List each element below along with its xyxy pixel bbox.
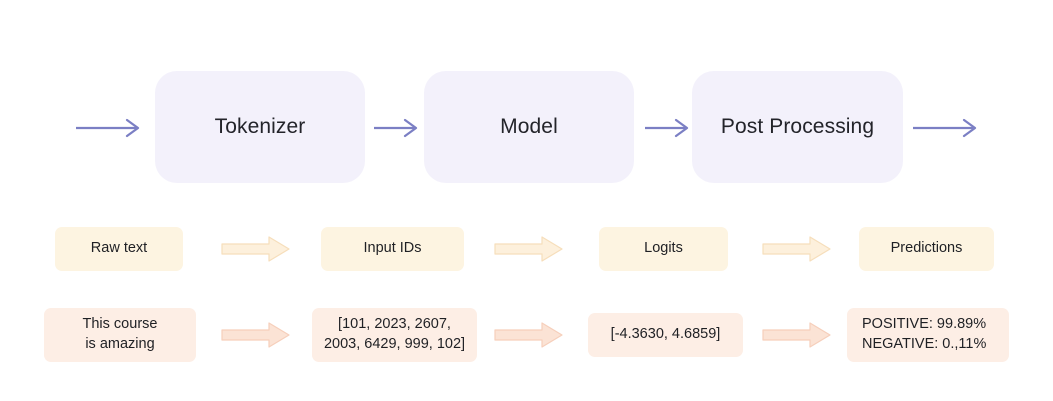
arrow-right-icon-output	[913, 118, 977, 138]
arrow-right-icon-model-to-postprocessing	[645, 118, 689, 138]
stage-box-tokenizer[interactable]: Tokenizer	[155, 71, 365, 183]
value-box-predictions[interactable]: POSITIVE: 99.89% NEGATIVE: 0.,11%	[847, 308, 1009, 362]
block-arrow-right-icon-rawtext-to-inputids	[221, 236, 290, 262]
label-box-logits[interactable]: Logits	[599, 227, 728, 271]
stage-box-tokenizer-label: Tokenizer	[214, 114, 306, 138]
value-box-input-ids[interactable]: [101, 2023, 2607, 2003, 6429, 999, 102]	[312, 308, 477, 362]
block-arrow-right-icon-value-rawtext-to-inputids	[221, 322, 290, 348]
value-box-raw-text-text: This course is amazing	[82, 316, 158, 352]
stage-box-post-processing-label: Post Processing	[720, 114, 875, 138]
label-box-logits-text: Logits	[644, 240, 683, 257]
label-box-input-ids[interactable]: Input IDs	[321, 227, 464, 271]
label-box-predictions-text: Predictions	[890, 240, 963, 257]
stage-box-model-label: Model	[500, 114, 558, 138]
block-arrow-right-icon-inputids-to-logits	[494, 236, 563, 262]
value-box-input-ids-text: [101, 2023, 2607, 2003, 6429, 999, 102]	[323, 316, 466, 352]
arrow-right-icon-tokenizer-to-model	[374, 118, 418, 138]
label-box-input-ids-text: Input IDs	[363, 240, 422, 257]
value-box-logits-text: [-4.3630, 4.6859]	[610, 326, 721, 343]
label-box-raw-text-text: Raw text	[90, 240, 148, 257]
value-box-raw-text[interactable]: This course is amazing	[44, 308, 196, 362]
value-box-logits[interactable]: [-4.3630, 4.6859]	[588, 313, 743, 357]
stage-box-model[interactable]: Model	[424, 71, 634, 183]
block-arrow-right-icon-value-inputids-to-logits	[494, 322, 563, 348]
label-box-raw-text[interactable]: Raw text	[55, 227, 183, 271]
label-box-predictions[interactable]: Predictions	[859, 227, 994, 271]
stage-box-post-processing[interactable]: Post Processing	[692, 71, 903, 183]
arrow-right-icon-input	[76, 118, 140, 138]
block-arrow-right-icon-value-logits-to-predictions	[762, 322, 831, 348]
block-arrow-right-icon-logits-to-predictions	[762, 236, 831, 262]
value-box-predictions-text: POSITIVE: 99.89% NEGATIVE: 0.,11%	[862, 316, 987, 352]
